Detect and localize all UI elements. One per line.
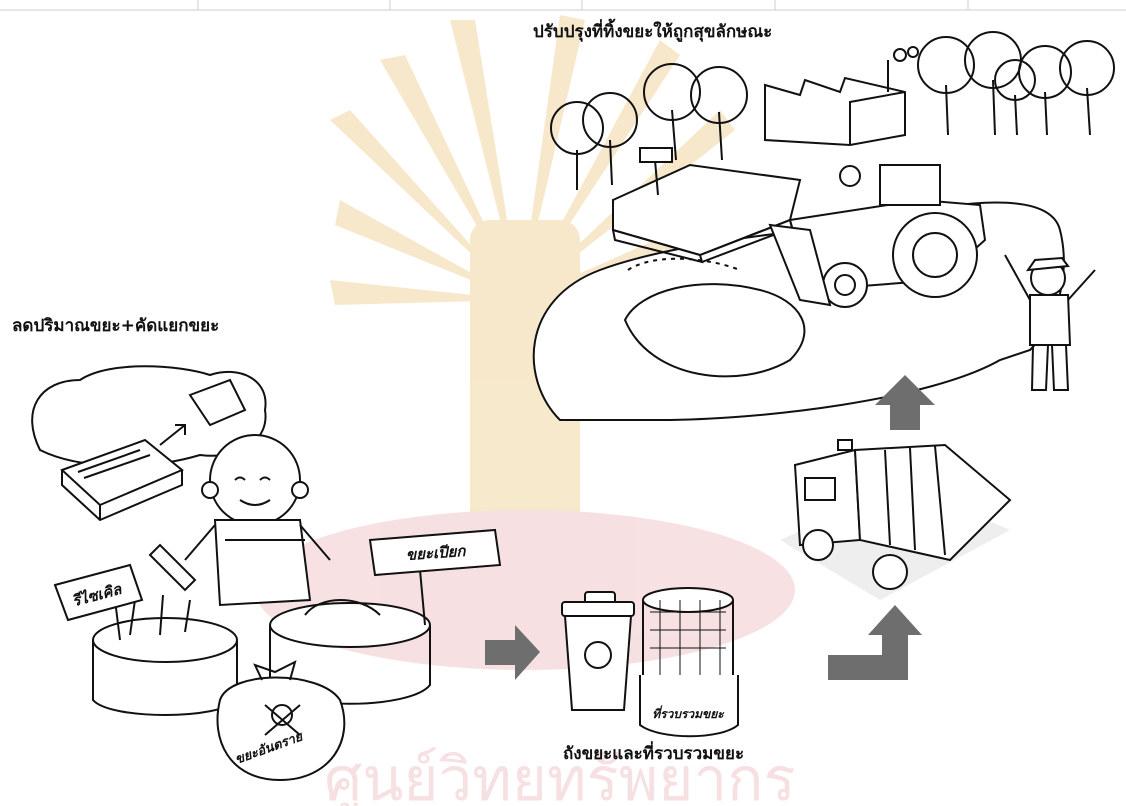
sorting-scene bbox=[31, 365, 502, 782]
corner-arrow-icon bbox=[828, 605, 922, 680]
landfill-caption: ปรับปรุงที่ทิ้งขยะให้ถูกสุขลักษณะ bbox=[533, 22, 773, 42]
up-arrow-icon bbox=[875, 375, 935, 430]
reduce-sort-caption: ลดปริมาณขยะ+คัดแยกขยะ bbox=[12, 316, 220, 336]
recycle-sign bbox=[53, 563, 144, 641]
collection-point-label: ที่รวบรวมขยะ bbox=[652, 705, 725, 721]
mesh-collection-bin-icon bbox=[639, 587, 739, 738]
watermark-text-icon: ศูนย์วิทยทรัพยากร bbox=[324, 745, 795, 806]
recycle-bin-icon bbox=[92, 594, 238, 716]
hazard-bag-icon bbox=[216, 660, 346, 782]
garbage-truck-icon bbox=[780, 439, 1012, 600]
watermark-pagoda-icon bbox=[470, 220, 580, 540]
wet-waste-bin-icon bbox=[269, 599, 431, 705]
trash-bin-icon bbox=[561, 591, 635, 711]
trash-heap-icon bbox=[623, 283, 806, 378]
tractor-icon bbox=[768, 164, 987, 308]
paper-box-icon bbox=[188, 378, 247, 427]
trees-left-icon bbox=[550, 63, 748, 190]
wet-waste-sign-label: ขยะเปียก bbox=[405, 542, 467, 564]
bottle-icon bbox=[148, 543, 197, 592]
landfill-scene bbox=[532, 31, 1115, 421]
newspaper-icon bbox=[60, 438, 184, 522]
boy-icon bbox=[184, 434, 331, 607]
trees-right-icon bbox=[917, 31, 1115, 136]
right-arrow-icon bbox=[485, 625, 540, 680]
wet-waste-sign bbox=[368, 528, 502, 626]
top-grid-strip bbox=[0, 0, 1126, 11]
collection-scene bbox=[561, 587, 739, 738]
farmer-icon bbox=[1004, 254, 1096, 391]
factory-icon bbox=[764, 46, 919, 147]
bins-collection-caption: ถังขยะและที่รวบรวมขยะ bbox=[563, 744, 745, 764]
